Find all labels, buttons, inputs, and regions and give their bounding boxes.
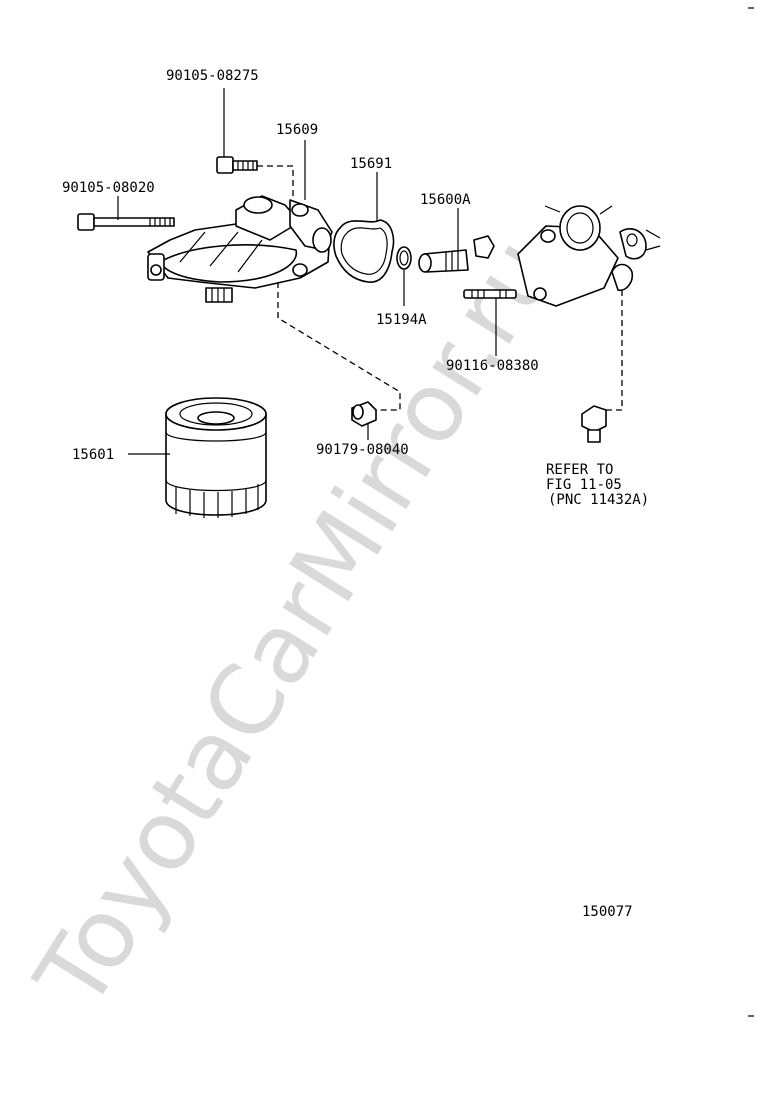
diagram-code: 150077 <box>582 904 633 920</box>
bracket-part[interactable] <box>147 195 333 303</box>
oil-filter-part[interactable] <box>165 397 267 518</box>
label-bolt-long: 90105-08020 <box>62 180 155 196</box>
refer-note-line1: REFER TO <box>546 462 613 478</box>
label-stud: 90116-08380 <box>446 358 539 374</box>
label-bracket: 15609 <box>276 122 318 138</box>
bolt-long-part[interactable] <box>77 213 175 231</box>
bolt-top-part[interactable] <box>216 156 258 174</box>
refer-note-line3: (PNC 11432A) <box>548 492 649 508</box>
label-bolt-top: 90105-08275 <box>166 68 259 84</box>
drain-plug-part[interactable] <box>581 405 607 443</box>
label-relief-valve: 15600A <box>420 192 471 208</box>
label-gasket: 15691 <box>350 156 392 172</box>
label-o-ring: 15194A <box>376 312 427 328</box>
relief-valve-part[interactable] <box>418 249 469 273</box>
dash-engine <box>606 290 623 411</box>
gasket-part[interactable] <box>333 219 395 283</box>
stud-part[interactable] <box>463 289 517 299</box>
o-ring-part[interactable] <box>396 246 412 270</box>
refer-note-line2: FIG 11-05 <box>546 477 622 493</box>
plug-part[interactable] <box>351 401 377 427</box>
dash-plug <box>277 282 401 411</box>
engine-mount-plate <box>473 205 661 307</box>
label-plug: 90179-08040 <box>316 442 409 458</box>
watermark: ToyotaCarMirror.ru <box>14 219 578 1028</box>
dash-bolt-top <box>257 165 294 200</box>
label-oil-filter: 15601 <box>72 447 114 463</box>
